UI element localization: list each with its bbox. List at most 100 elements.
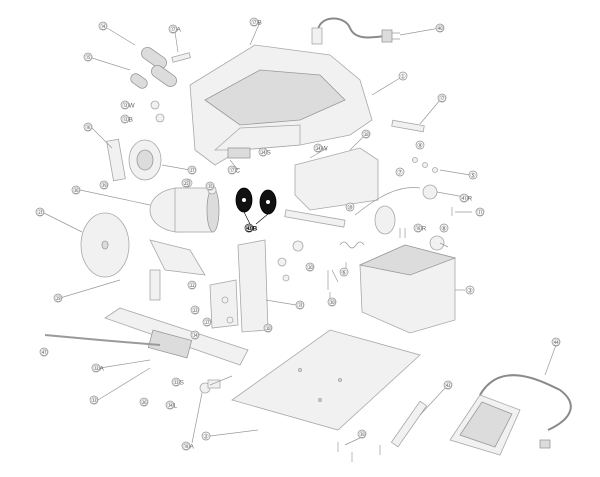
callout-8: ⑧ (439, 223, 449, 233)
callout-47: ㊼ (39, 347, 49, 357)
svg-text:㉑: ㉑ (37, 209, 44, 217)
callout-32a: ㉜A (91, 363, 105, 373)
callout-28: ㉘ (361, 129, 371, 139)
callout-29: ㉙ (53, 293, 63, 303)
svg-text:㉓: ㉓ (192, 307, 199, 315)
svg-text:㊲: ㊲ (189, 167, 196, 175)
svg-text:㉖: ㉖ (141, 399, 148, 407)
callout-36: ㊱ (71, 185, 81, 195)
callout-33: ㉝ (89, 395, 99, 405)
callout-33s: ㉝S (171, 377, 185, 387)
svg-text:㉔S: ㉔S (260, 149, 272, 157)
callout-13w: ⑬W (120, 100, 136, 110)
base-plate (231, 329, 421, 431)
callout-44: ㊹ (551, 337, 561, 347)
svg-text:㊱: ㊱ (73, 187, 80, 195)
svg-text:⑰A: ⑰A (170, 26, 182, 34)
callout-22: ㉒ (187, 280, 197, 290)
callout-39: ㊴ (99, 180, 109, 190)
callout-2: ② (201, 431, 211, 441)
callout-34l: ㉞L (165, 400, 178, 410)
callout-31: ㉛ (295, 300, 305, 310)
svg-text:⑳: ⑳ (307, 264, 314, 272)
svg-text:㊸B: ㊸B (246, 224, 258, 233)
callout-37: ㊲ (187, 165, 197, 175)
svg-text:①: ① (400, 73, 406, 81)
svg-text:㉜A: ㉜A (93, 365, 105, 373)
callout-7: ⑦ (395, 167, 405, 177)
svg-text:⑭: ⑭ (100, 23, 107, 31)
callout-20: ⑳ (305, 262, 315, 272)
callout-25: ㉕ (181, 178, 191, 188)
svg-text:㊴: ㊴ (101, 182, 108, 190)
power-cord (311, 17, 400, 45)
svg-text:③: ③ (467, 287, 473, 295)
motor (149, 178, 220, 233)
callout-21: ㉑ (35, 207, 45, 217)
svg-text:⑯: ⑯ (85, 124, 92, 132)
mount-plates (149, 239, 304, 333)
svg-text:㉗: ㉗ (204, 319, 211, 327)
callout-23: ㉓ (190, 305, 200, 315)
svg-text:②: ② (203, 433, 209, 441)
svg-text:㉞L: ㉞L (167, 402, 178, 410)
housing-cover (189, 44, 373, 166)
svg-text:⑬B: ⑬B (122, 116, 133, 124)
callout-38: ㊳ (357, 429, 367, 439)
svg-text:㉝S: ㉝S (173, 379, 185, 387)
grinding-wheel (106, 138, 162, 182)
callout-42: ㊷ (443, 380, 453, 390)
foot-pedal (449, 374, 572, 456)
callout-13b: ⑬B (120, 114, 133, 124)
svg-text:㊼: ㊼ (41, 349, 48, 357)
svg-text:㉙: ㉙ (55, 295, 62, 303)
callout-9: ⑨ (415, 140, 425, 150)
svg-text:⑦: ⑦ (397, 169, 403, 177)
saw-disc (80, 212, 130, 278)
pen-tool (390, 400, 428, 448)
callout-17a: ⑰A (168, 24, 182, 34)
callout-28b: ㉘ (263, 323, 273, 333)
callout-35: ㉟ (205, 181, 215, 191)
svg-text:㊹: ㊹ (553, 339, 560, 347)
svg-text:㉞: ㉞ (192, 332, 199, 340)
callout-6: ⑥ (339, 267, 349, 277)
svg-text:㉔W: ㉔W (315, 145, 329, 153)
svg-text:⑧: ⑧ (441, 225, 447, 233)
svg-text:㉟: ㉟ (207, 183, 214, 191)
callout-15: ⑮ (83, 52, 93, 62)
svg-text:⑬W: ⑬W (122, 102, 136, 110)
svg-text:㉘: ㉘ (363, 131, 370, 139)
callout-17b: ⑰B (249, 17, 262, 27)
callout-14: ⑭ (98, 21, 108, 31)
svg-text:㉒: ㉒ (189, 282, 196, 290)
callout-26: ㉖ (139, 397, 149, 407)
callout-labels: ⑭ ⑰A ⑰B ㊵ ⑮ ① ⑬W ⑬B ⑰ ⑯ ㊲ ⑰C ㉔S ㉔W ㉘ ⑤ ⑨… (35, 17, 561, 451)
svg-text:㊶R: ㊶R (461, 195, 473, 203)
callout-43b: ㊸B (244, 224, 258, 233)
screws (337, 442, 381, 462)
callout-16: ⑯ (83, 122, 93, 132)
callout-17c: ⑰C (227, 165, 241, 175)
callout-40: ㊵ (435, 23, 445, 33)
svg-text:㉚: ㉚ (329, 299, 336, 307)
svg-text:㊷: ㊷ (445, 382, 452, 390)
svg-text:㉝: ㉝ (91, 397, 98, 405)
callout-18r: ⑱R (413, 223, 427, 233)
svg-text:⑱A: ⑱A (183, 443, 195, 451)
callout-24s: ㉔S (258, 147, 272, 157)
callout-5: ⑤ (468, 170, 478, 180)
callout-3: ③ (465, 285, 475, 295)
callout-34: ㉞ (190, 330, 200, 340)
svg-text:⑪: ⑪ (477, 209, 484, 217)
svg-text:⑮: ⑮ (85, 54, 92, 62)
svg-text:⑥: ⑥ (341, 269, 347, 277)
svg-text:⑰C: ⑰C (229, 167, 241, 175)
svg-text:⑰: ⑰ (439, 95, 446, 103)
tray-box (358, 244, 457, 334)
svg-text:⑱R: ⑱R (415, 225, 427, 233)
svg-text:⑩: ⑩ (347, 204, 353, 212)
svg-text:㉛: ㉛ (297, 302, 304, 310)
callout-41r: ㊶R (459, 193, 473, 203)
